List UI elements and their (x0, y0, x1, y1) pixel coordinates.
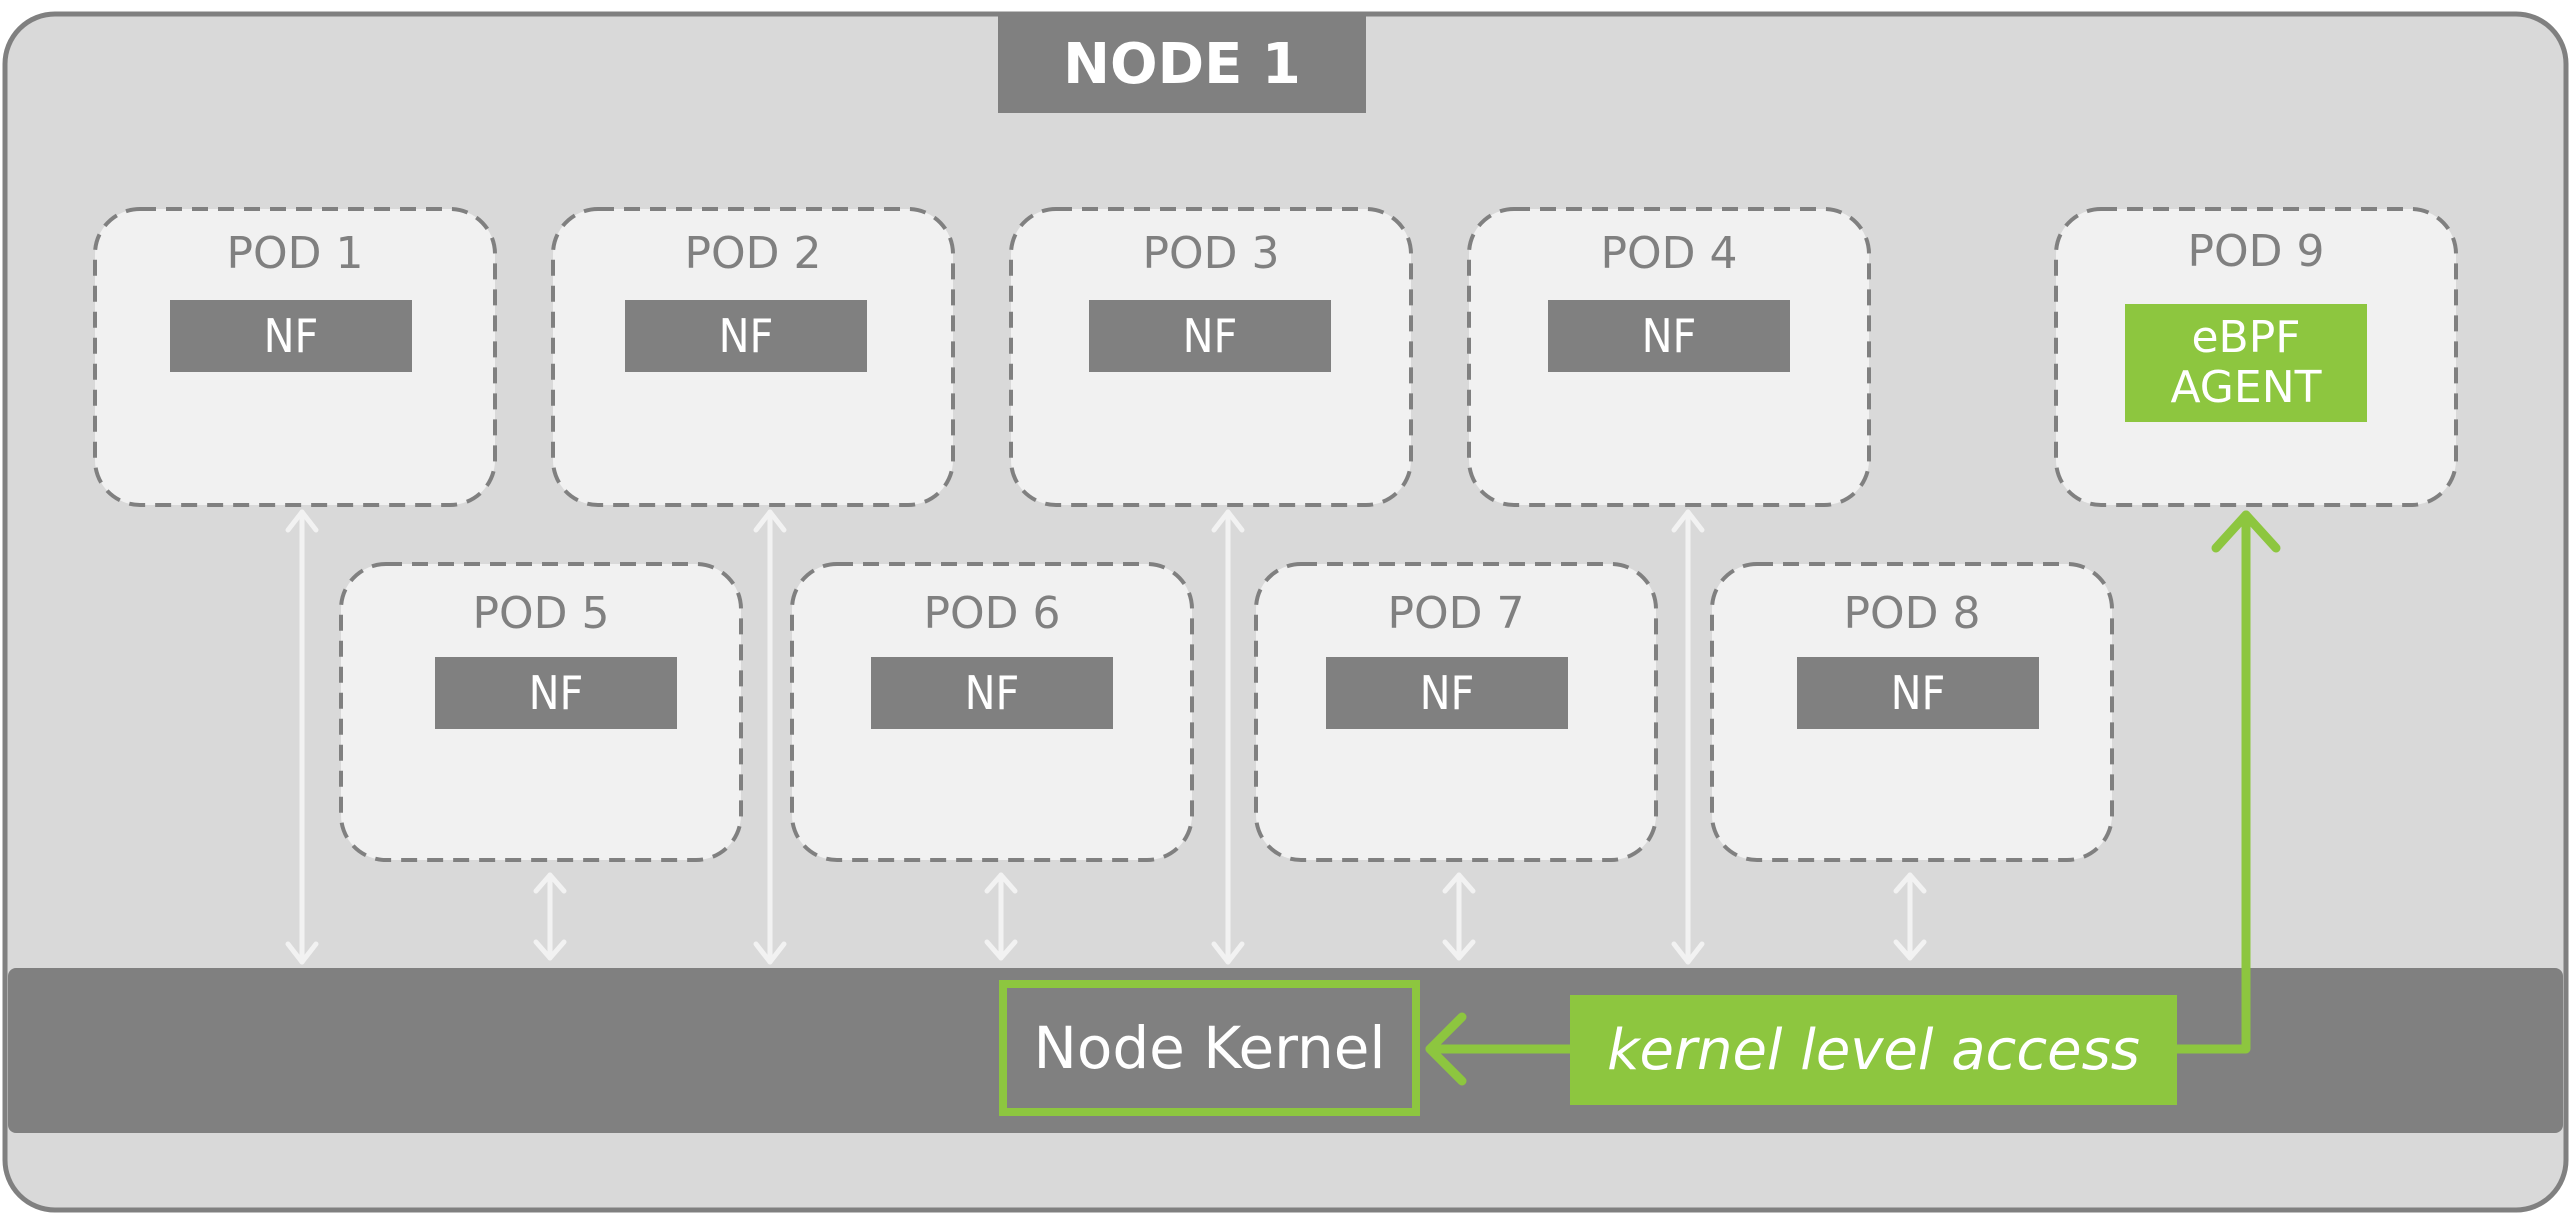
pod-1-nf: NF (170, 300, 412, 372)
node-kernel: Node Kernel (999, 980, 1420, 1116)
pod-2-nf: NF (625, 300, 867, 372)
pod-6-label: POD 6 (923, 588, 1061, 639)
pod-8-nf: NF (1797, 657, 2039, 729)
pod-9-label: POD 9 (2187, 226, 2325, 277)
pod-3-label: POD 3 (1142, 228, 1280, 279)
pod-5-nf: NF (435, 657, 677, 729)
kernel-access-label: kernel level access (1570, 995, 2177, 1105)
access-arrow-icon (1425, 510, 2281, 1086)
ebpf-agent: eBPF AGENT (2125, 304, 2367, 422)
double-arrow-icon (285, 509, 319, 965)
double-arrow-icon (1893, 872, 1927, 961)
double-arrow-icon (984, 872, 1018, 961)
node-kernel-label: Node Kernel (1033, 1014, 1386, 1082)
node-title: NODE 1 (998, 15, 1366, 113)
pod-3-nf: NF (1089, 300, 1331, 372)
double-arrow-icon (1442, 872, 1476, 961)
pod-2-label: POD 2 (684, 228, 822, 279)
double-arrow-icon (753, 509, 787, 965)
pod-4-nf: NF (1548, 300, 1790, 372)
pod-5-label: POD 5 (472, 588, 610, 639)
pod-7-nf: NF (1326, 657, 1568, 729)
pod-1-label: POD 1 (226, 228, 364, 279)
ebpf-agent-line1: eBPF (2191, 312, 2301, 363)
pod-8-label: POD 8 (1843, 588, 1981, 639)
ebpf-agent-line2: AGENT (2170, 362, 2322, 413)
double-arrow-icon (1671, 509, 1705, 965)
double-arrow-icon (1211, 509, 1245, 965)
pod-6-nf: NF (871, 657, 1113, 729)
double-arrow-icon (533, 872, 567, 961)
pod-7-label: POD 7 (1387, 588, 1525, 639)
pod-4-label: POD 4 (1600, 228, 1738, 279)
